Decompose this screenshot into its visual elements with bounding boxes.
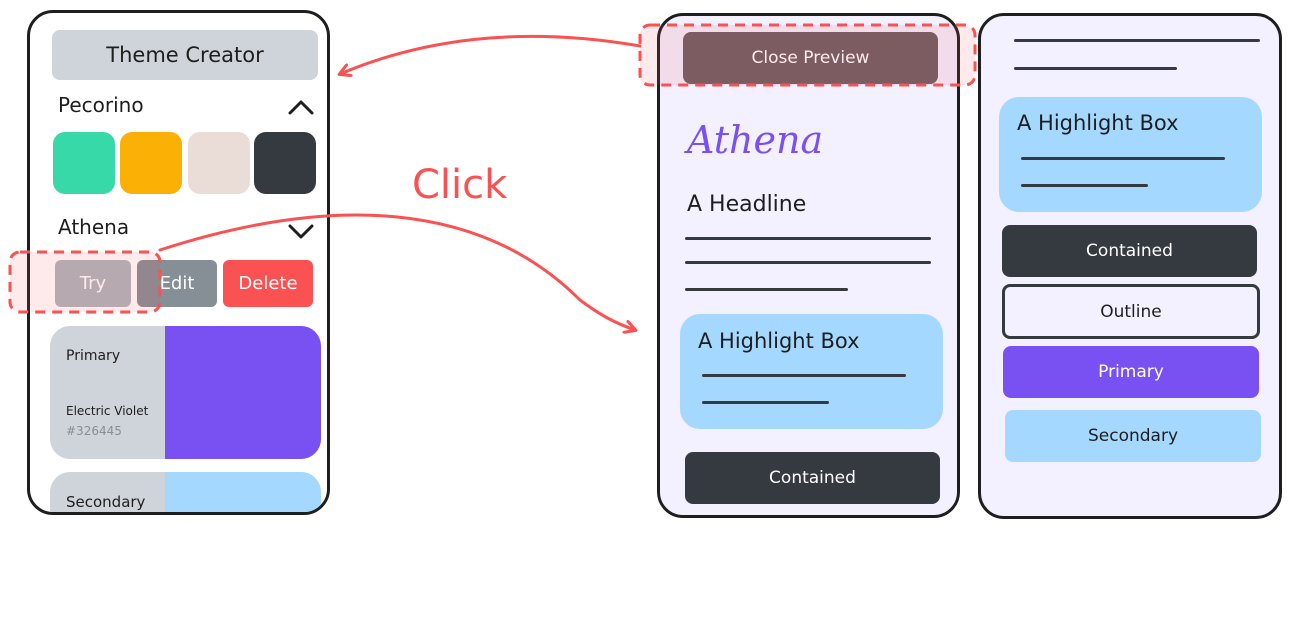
color-swatch-4[interactable] bbox=[254, 132, 316, 194]
preview-theme-title: Athena bbox=[687, 118, 824, 162]
contained-button[interactable]: Contained bbox=[685, 452, 940, 504]
back-arrow bbox=[340, 34, 642, 74]
color-name: Electric Violet bbox=[66, 404, 149, 418]
primary-color-card[interactable]: Primary Electric Violet #326445 bbox=[50, 326, 321, 459]
preview-phone-scrolled: A Highlight Box Contained Outline Primar… bbox=[978, 13, 1282, 519]
text-line bbox=[685, 288, 848, 291]
outline-button[interactable]: Outline bbox=[1002, 284, 1260, 339]
text-line bbox=[702, 374, 906, 377]
text-line bbox=[685, 261, 931, 264]
text-line bbox=[1021, 184, 1148, 187]
highlight-box-title: A Highlight Box bbox=[698, 329, 860, 353]
theme-creator-phone: Theme Creator Pecorino Athena Try Edit D… bbox=[27, 10, 330, 515]
theme-row-athena[interactable]: Athena bbox=[58, 215, 314, 245]
color-swatch-1[interactable] bbox=[53, 132, 115, 194]
color-swatch-2[interactable] bbox=[120, 132, 182, 194]
click-annotation: Click bbox=[412, 162, 508, 208]
text-line bbox=[685, 237, 931, 240]
secondary-color-card[interactable]: Secondary bbox=[50, 472, 321, 512]
color-hex: #326445 bbox=[66, 424, 122, 438]
color-role: Primary bbox=[66, 348, 121, 364]
secondary-color-preview bbox=[165, 472, 321, 512]
color-role: Secondary bbox=[66, 493, 146, 511]
text-line bbox=[1021, 157, 1225, 160]
preview-phone: Close Preview Athena A Headline A Highli… bbox=[657, 13, 960, 518]
text-line bbox=[1014, 67, 1177, 70]
contained-button[interactable]: Contained bbox=[1002, 225, 1257, 277]
text-line bbox=[1014, 39, 1260, 42]
try-button[interactable]: Try bbox=[55, 260, 131, 307]
delete-button[interactable]: Delete bbox=[223, 260, 313, 307]
text-line bbox=[702, 401, 829, 404]
theme-name: Athena bbox=[58, 215, 130, 239]
secondary-button[interactable]: Secondary bbox=[1005, 410, 1261, 462]
theme-row-pecorino[interactable]: Pecorino bbox=[58, 93, 314, 123]
primary-color-preview bbox=[165, 326, 321, 459]
highlight-box-title: A Highlight Box bbox=[1017, 111, 1179, 135]
app-title-bar: Theme Creator bbox=[52, 30, 318, 80]
highlight-box: A Highlight Box bbox=[680, 314, 943, 429]
edit-button[interactable]: Edit bbox=[137, 260, 217, 307]
highlight-box: A Highlight Box bbox=[999, 97, 1262, 212]
chevron-up-icon[interactable] bbox=[288, 99, 314, 115]
primary-button[interactable]: Primary bbox=[1003, 346, 1259, 398]
chevron-down-icon[interactable] bbox=[288, 223, 314, 239]
preview-headline: A Headline bbox=[687, 192, 807, 217]
color-swatch-3[interactable] bbox=[188, 132, 250, 194]
close-preview-button[interactable]: Close Preview bbox=[683, 32, 938, 84]
theme-name: Pecorino bbox=[58, 93, 144, 117]
page-title: Theme Creator bbox=[106, 43, 264, 67]
